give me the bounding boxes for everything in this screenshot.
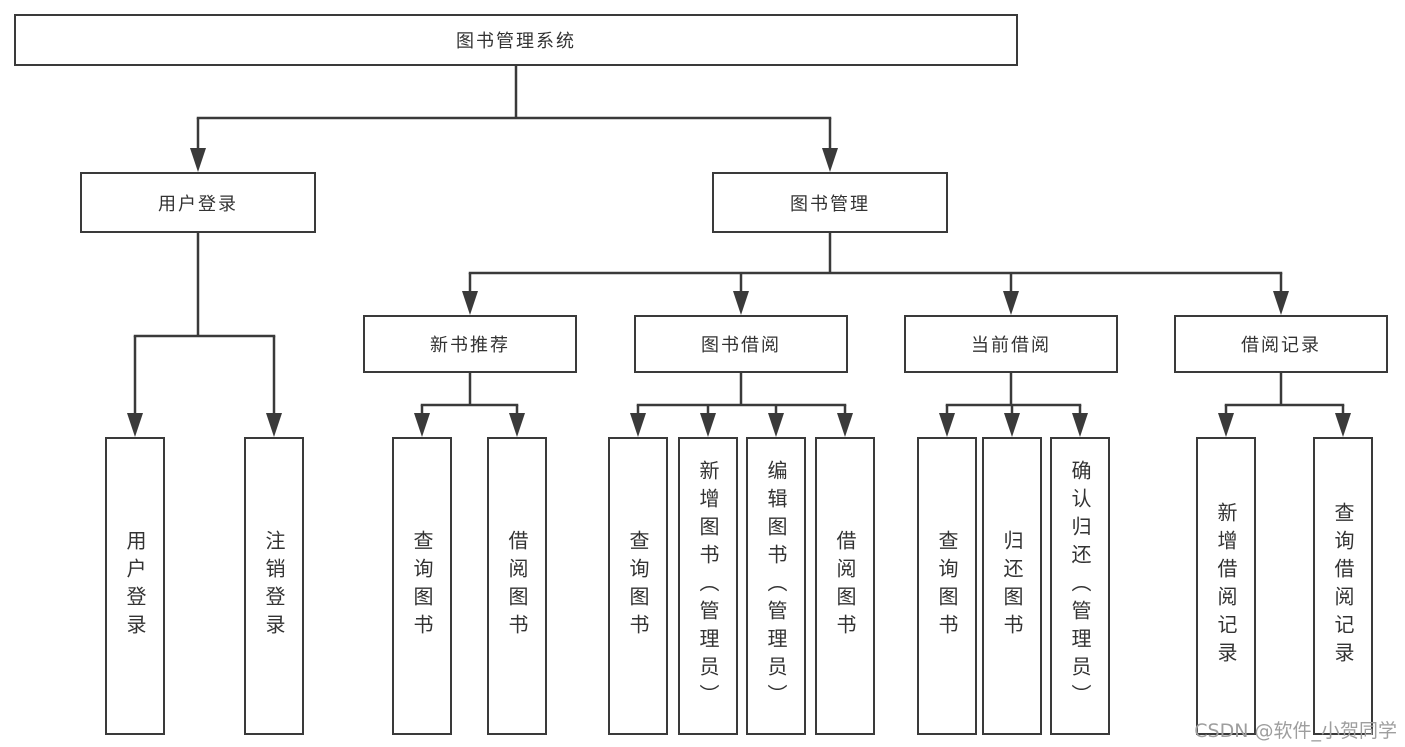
- node-book-management: 图书管理: [712, 172, 948, 233]
- leaf-add-book-admin-label: 新增图书（管理员）: [696, 460, 720, 712]
- leaf-user-login: 用户登录: [105, 437, 165, 735]
- leaf-recommend-query-books: 查询图书: [392, 437, 452, 735]
- leaf-borrowing-query-books-label: 查询图书: [626, 530, 650, 642]
- node-root-library-management-system: 图书管理系统: [14, 14, 1018, 66]
- leaf-add-borrow-record: 新增借阅记录: [1196, 437, 1256, 735]
- leaf-return-books: 归还图书: [982, 437, 1042, 735]
- leaf-confirm-return-admin: 确认归还（管理员）: [1050, 437, 1110, 735]
- leaf-logout-label: 注销登录: [262, 530, 286, 642]
- watermark: CSDN @软件_小贺同学: [1194, 720, 1397, 742]
- node-new-book-recommendation: 新书推荐: [363, 315, 577, 373]
- node-book-borrowing: 图书借阅: [634, 315, 848, 373]
- node-current-borrowing: 当前借阅: [904, 315, 1118, 373]
- leaf-user-login-label: 用户登录: [123, 530, 147, 642]
- leaf-recommend-borrow-books-label: 借阅图书: [505, 530, 529, 642]
- leaf-borrowing-borrow-books-label: 借阅图书: [833, 530, 857, 642]
- leaf-borrowing-borrow-books: 借阅图书: [815, 437, 875, 735]
- leaf-recommend-query-books-label: 查询图书: [410, 530, 434, 642]
- leaf-query-borrow-record: 查询借阅记录: [1313, 437, 1373, 735]
- leaf-confirm-return-admin-label: 确认归还（管理员）: [1068, 460, 1092, 712]
- node-borrowing-records: 借阅记录: [1174, 315, 1388, 373]
- leaf-return-books-label: 归还图书: [1000, 530, 1024, 642]
- leaf-edit-book-admin-label: 编辑图书（管理员）: [764, 460, 788, 712]
- leaf-current-query-books: 查询图书: [917, 437, 977, 735]
- node-user-login: 用户登录: [80, 172, 316, 233]
- leaf-add-book-admin: 新增图书（管理员）: [678, 437, 738, 735]
- leaf-edit-book-admin: 编辑图书（管理员）: [746, 437, 806, 735]
- leaf-add-borrow-record-label: 新增借阅记录: [1214, 502, 1238, 670]
- leaf-recommend-borrow-books: 借阅图书: [487, 437, 547, 735]
- leaf-logout: 注销登录: [244, 437, 304, 735]
- leaf-current-query-books-label: 查询图书: [935, 530, 959, 642]
- leaf-borrowing-query-books: 查询图书: [608, 437, 668, 735]
- leaf-query-borrow-record-label: 查询借阅记录: [1331, 502, 1355, 670]
